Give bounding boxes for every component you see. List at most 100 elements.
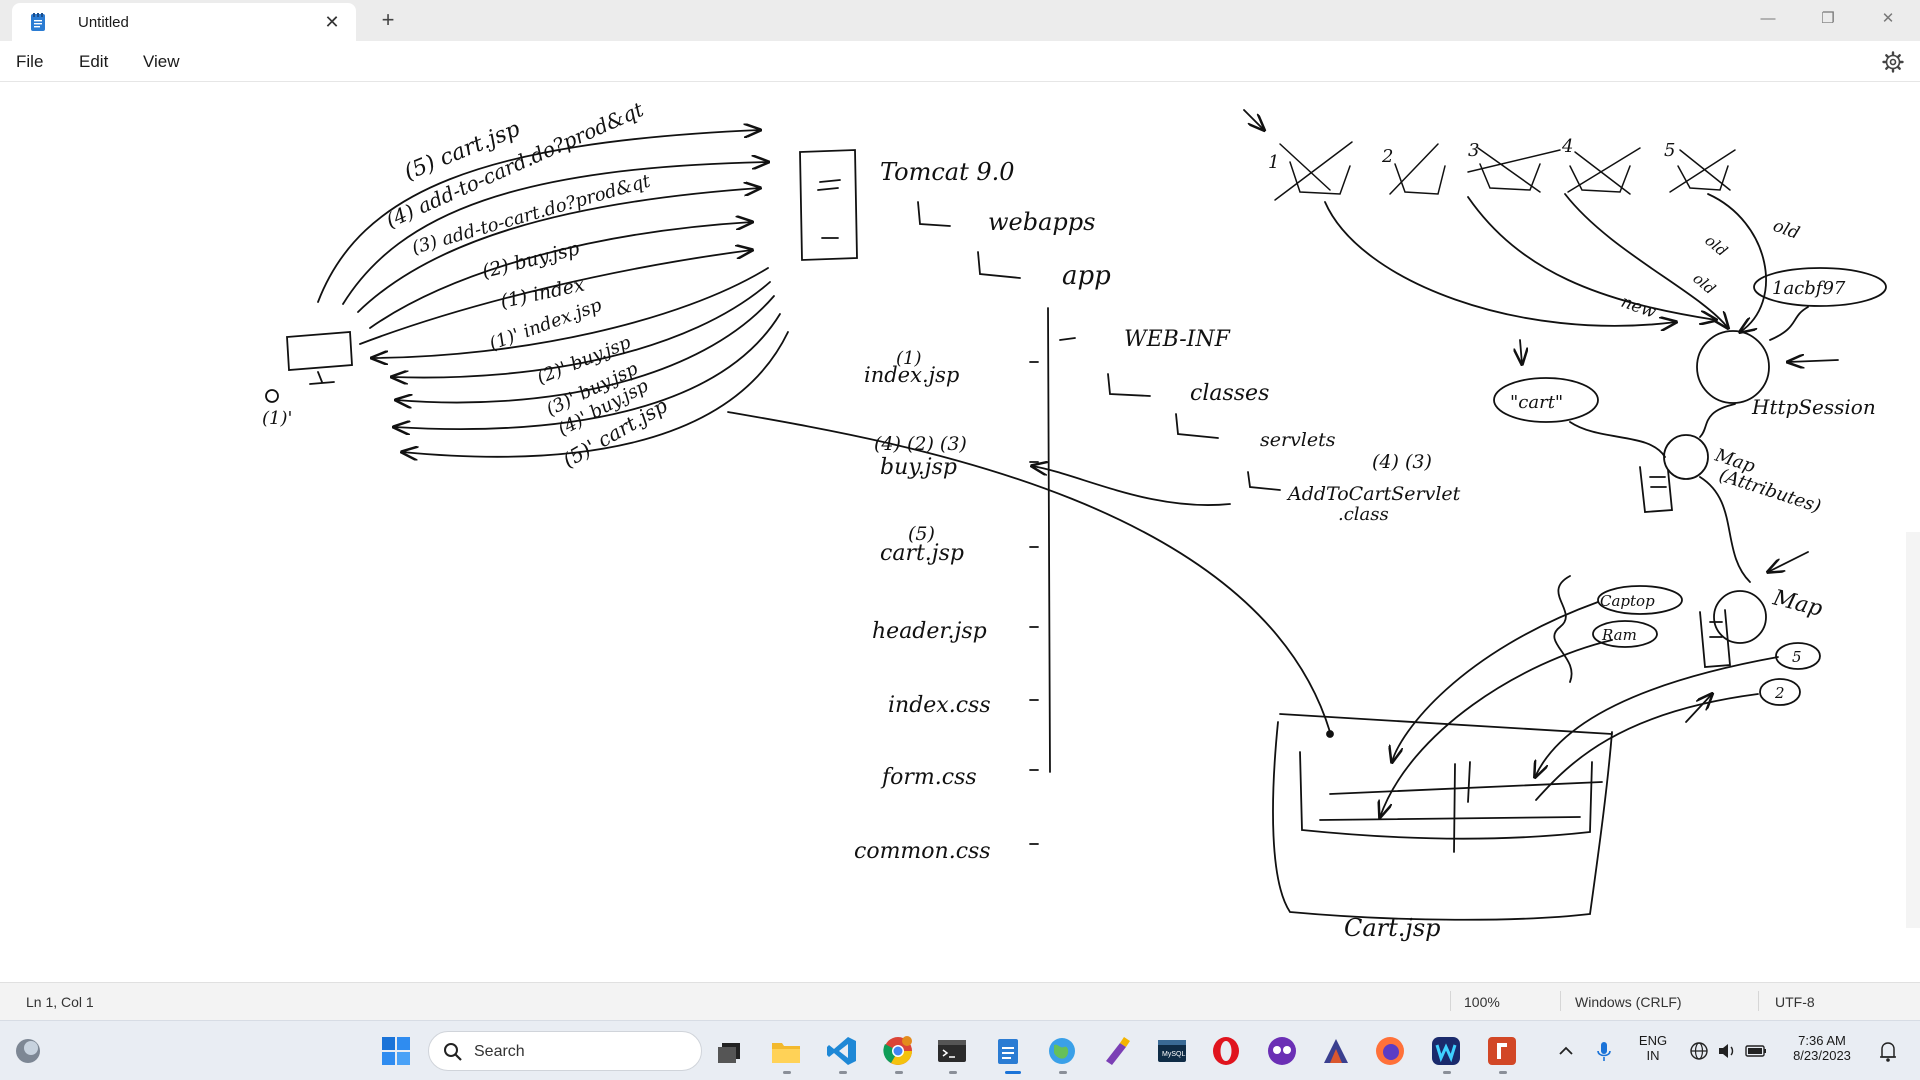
- widgets-icon[interactable]: [12, 1035, 44, 1067]
- tree-webinf: WEB-INF: [1124, 327, 1231, 352]
- file-explorer-icon[interactable]: [770, 1035, 802, 1067]
- running-indicator: [895, 1071, 903, 1074]
- status-separator: [1450, 991, 1451, 1011]
- start-icon[interactable]: [380, 1035, 412, 1067]
- user-3: 3: [1468, 140, 1479, 161]
- cart-key: "cart": [1510, 392, 1563, 413]
- file-index-jsp: index.jsp: [864, 363, 959, 387]
- tree-classes: classes: [1190, 381, 1269, 406]
- map-attributes-2: (Attributes): [1716, 465, 1823, 518]
- new-label: new: [1618, 292, 1659, 323]
- session-id: 1acbf97: [1772, 278, 1846, 299]
- mysql-icon[interactable]: MySQL: [1156, 1035, 1188, 1067]
- globe-icon[interactable]: [1688, 1035, 1710, 1067]
- running-indicator: [949, 1071, 957, 1074]
- notepad-icon: [31, 13, 45, 31]
- status-separator: [1560, 991, 1561, 1011]
- document-tab[interactable]: Untitled ✕: [12, 3, 356, 41]
- captop-label: Captop: [1600, 592, 1655, 610]
- client-label: (1)': [262, 408, 292, 429]
- running-indicator: [1059, 1071, 1067, 1074]
- new-tab-button[interactable]: +: [381, 7, 395, 32]
- servlet-markers: (4) (3): [1372, 451, 1432, 473]
- git-icon[interactable]: [1320, 1035, 1352, 1067]
- chrome-icon[interactable]: [882, 1035, 914, 1067]
- sketch: (5) cart.jsp (4) add-to-card.do?prod&qt …: [262, 97, 1887, 942]
- ink-toolbar-strip: [1906, 532, 1920, 928]
- tree-servlet-class-ext: .class: [1338, 504, 1389, 525]
- chevron-up-icon[interactable]: [1556, 1035, 1576, 1067]
- file-cart-jsp: cart.jsp: [880, 541, 964, 566]
- close-button[interactable]: ✕: [1881, 10, 1895, 27]
- server-icon: [799, 149, 858, 261]
- firefox-icon[interactable]: [1374, 1035, 1406, 1067]
- line-ending: Windows (CRLF): [1575, 994, 1682, 1010]
- menu-bar: File Edit View: [0, 41, 1920, 82]
- powerpoint-icon[interactable]: [1486, 1035, 1518, 1067]
- tree-app: app: [1062, 261, 1111, 291]
- http-session-label: HttpSession: [1751, 395, 1876, 419]
- title-bar: Untitled ✕ + — ❐ ✕: [0, 0, 1920, 41]
- search-icon: [444, 1043, 462, 1061]
- running-indicator: [1443, 1071, 1451, 1074]
- tab-close-icon[interactable]: ✕: [324, 12, 340, 32]
- menu-edit[interactable]: Edit: [79, 52, 109, 71]
- menu-file[interactable]: File: [16, 52, 44, 71]
- opera-icon[interactable]: [1210, 1035, 1242, 1067]
- maximize-button[interactable]: ❐: [1821, 10, 1835, 27]
- settings-gear-icon[interactable]: [1882, 51, 1904, 73]
- file-marker-2: (4) (2) (3): [874, 433, 967, 455]
- tab-title: Untitled: [78, 13, 129, 31]
- maps-icon[interactable]: [1046, 1035, 1078, 1067]
- app-icon[interactable]: [1266, 1035, 1298, 1067]
- tree-tomcat: Tomcat 9.0: [880, 158, 1015, 186]
- active-indicator: [1005, 1071, 1021, 1074]
- tree-webapps: webapps: [988, 208, 1095, 236]
- file-marker-1: (1): [896, 348, 922, 369]
- running-indicator: [839, 1071, 847, 1074]
- microphone-icon[interactable]: [1594, 1035, 1614, 1067]
- cart-jsp-label: Cart.jsp: [1344, 914, 1441, 942]
- user-1: 1: [1268, 152, 1279, 173]
- user-2: 2: [1381, 146, 1393, 167]
- tree-servlet-class: AddToCartServlet: [1286, 483, 1461, 505]
- client-cookie-icon: [265, 389, 279, 403]
- file-header-jsp: header.jsp: [872, 619, 987, 644]
- terminal-icon[interactable]: [936, 1035, 968, 1067]
- running-indicator: [783, 1071, 791, 1074]
- cursor-position: Ln 1, Col 1: [26, 994, 94, 1010]
- old-label-3: old: [1770, 216, 1802, 244]
- qty-5: 5: [1792, 648, 1802, 666]
- menu-view[interactable]: View: [143, 52, 180, 71]
- vscode-icon[interactable]: [826, 1035, 858, 1067]
- user-4: 4: [1561, 136, 1573, 157]
- file-buy-jsp: buy.jsp: [880, 455, 957, 480]
- notepad-icon[interactable]: [992, 1035, 1024, 1067]
- svg-text:MySQL: MySQL: [1162, 1051, 1185, 1058]
- old-label-2: old: [1689, 269, 1719, 298]
- user-5: 5: [1664, 140, 1675, 161]
- webex-icon[interactable]: [1430, 1035, 1462, 1067]
- client-monitor-icon: [286, 331, 353, 385]
- http-session-node: [1696, 330, 1770, 404]
- zoom-level[interactable]: 100%: [1464, 994, 1500, 1010]
- tree-servlets: servlets: [1260, 429, 1336, 451]
- volume-icon[interactable]: [1716, 1035, 1738, 1067]
- file-common-css: common.css: [854, 839, 991, 864]
- taskbar: Search MySQL: [0, 1020, 1920, 1080]
- task-view-icon[interactable]: [714, 1035, 746, 1067]
- old-label-1: old: [1701, 231, 1731, 260]
- status-separator: [1758, 991, 1759, 1011]
- search-input[interactable]: Search: [428, 1031, 702, 1071]
- running-indicator: [1499, 1071, 1507, 1074]
- ram-label: Ram: [1601, 626, 1637, 644]
- encoding: UTF-8: [1775, 994, 1815, 1010]
- battery-icon[interactable]: [1744, 1035, 1768, 1067]
- notification-bell-icon[interactable]: [1876, 1035, 1900, 1067]
- drawing-canvas[interactable]: (5) cart.jsp (4) add-to-card.do?prod&qt …: [0, 82, 1920, 982]
- file-marker-3: (5): [908, 523, 935, 545]
- paint-icon[interactable]: [1100, 1035, 1132, 1067]
- minimize-button[interactable]: —: [1760, 9, 1776, 27]
